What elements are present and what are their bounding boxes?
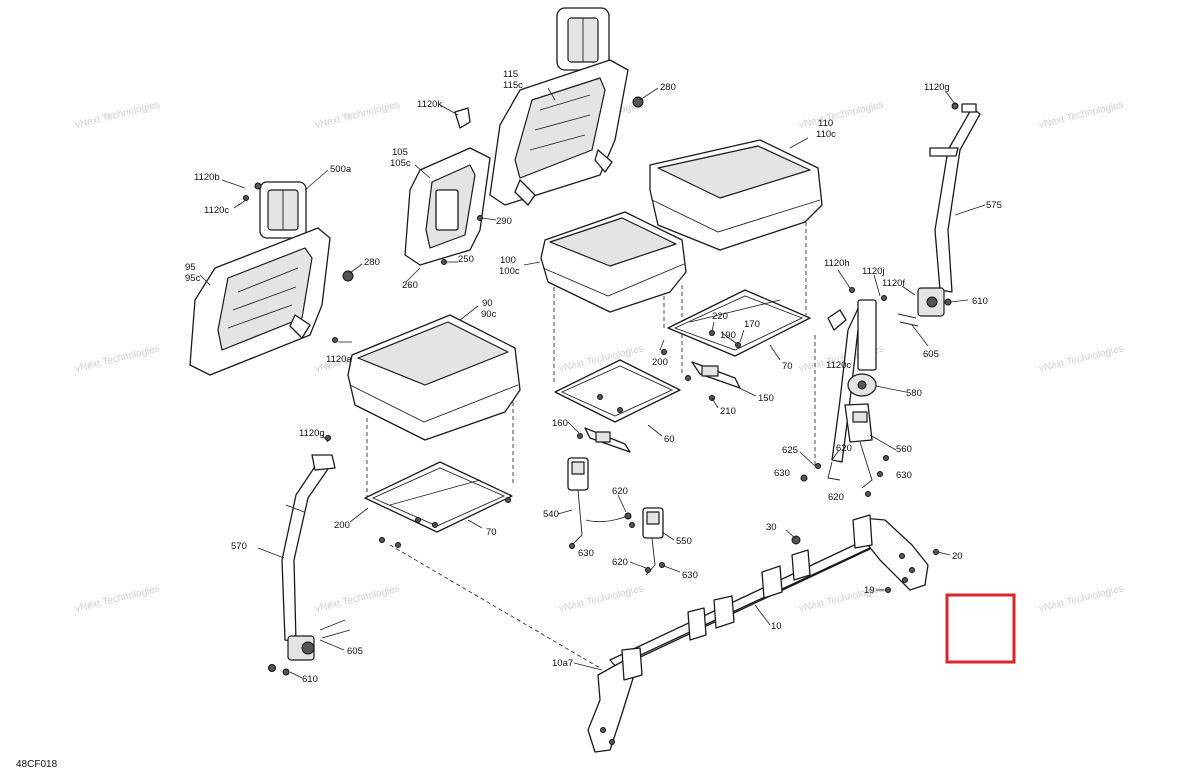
callout-labels: 1120g 575 610 605 1120h 1120j 1120f 1120…	[185, 69, 1002, 685]
callout-19: 19	[864, 585, 875, 596]
watermark-14: vNext Technologies	[1038, 583, 1125, 615]
watermark-3: vNext Technologies	[798, 99, 885, 131]
leader-lines	[199, 87, 986, 679]
callout-1120g-top: 1120g	[924, 82, 950, 93]
watermark-12: vNext Technologies	[558, 583, 645, 615]
callout-100c: 100c	[499, 266, 520, 277]
highlight-box	[945, 593, 1016, 664]
callout-190: 190	[720, 330, 736, 341]
callout-10: 10	[771, 621, 782, 632]
callout-280-top: 280	[660, 82, 676, 93]
callout-210: 210	[720, 406, 736, 417]
bracket-1120k	[454, 107, 471, 129]
callout-500a: 500a	[330, 164, 352, 175]
callout-105c: 105c	[390, 158, 411, 169]
callout-630-m1: 630	[578, 548, 594, 559]
callout-1120c-left: 1120c	[204, 205, 229, 216]
seat-belt-right-575	[917, 103, 981, 317]
seat-frame-60-mid	[554, 359, 681, 423]
callout-90: 90	[482, 298, 493, 309]
callout-620-m1: 620	[612, 486, 628, 497]
callout-550: 550	[676, 536, 692, 547]
callout-630-m2: 630	[682, 570, 698, 581]
backrest-115	[489, 59, 629, 206]
callout-625: 625	[782, 445, 798, 456]
slide-150	[691, 361, 741, 389]
buckle-550	[642, 507, 664, 576]
watermark-9: vNext Technologies	[1038, 343, 1125, 375]
slide-160	[584, 427, 631, 453]
watermark-5: vNext Technologies	[74, 343, 161, 375]
callout-1120j: 1120j	[862, 266, 885, 277]
callout-30: 30	[766, 522, 777, 533]
base-frame-10	[587, 514, 929, 753]
callout-1120b: 1120b	[194, 172, 220, 183]
callout-10a7: 10a7	[552, 658, 573, 669]
callout-630-r1: 630	[774, 468, 790, 479]
callout-110c: 110c	[816, 129, 836, 140]
watermark-0: vNext Technologies	[74, 99, 161, 131]
diagram-code: 48CF018	[16, 759, 58, 770]
callout-1120k: 1120k	[417, 99, 442, 110]
callout-60: 60	[664, 434, 675, 445]
hardware-fasteners	[243, 96, 959, 676]
callout-105: 105	[392, 147, 408, 158]
callout-560: 560	[896, 444, 912, 455]
callout-1120f: 1120f	[882, 278, 905, 289]
callout-110: 110	[818, 118, 833, 129]
callout-170: 170	[744, 319, 760, 330]
callout-70-left: 70	[486, 527, 497, 538]
callout-70-mid: 70	[782, 361, 793, 372]
buckle-540	[567, 457, 631, 546]
callout-115c: 115c	[503, 80, 523, 91]
backrest-105	[404, 147, 491, 266]
seat-belt-center-580	[827, 299, 877, 489]
callout-1120h: 1120h	[824, 258, 850, 269]
callout-200-left: 200	[334, 520, 350, 531]
headrest-500a	[259, 181, 307, 239]
callout-1120g-left: 1120g	[299, 428, 325, 439]
callout-1120c-mid: 1120c	[826, 360, 851, 371]
seat-belt-left-570	[281, 454, 336, 661]
watermark-10: vNext Technologies	[74, 583, 161, 615]
seat-cushion-100	[540, 211, 687, 313]
callout-620-r2: 620	[828, 492, 844, 503]
callout-95: 95	[185, 262, 196, 273]
callout-620-m2: 620	[612, 557, 628, 568]
watermark-11: vNext Technologies	[314, 583, 401, 615]
callout-630-r2: 630	[896, 470, 912, 481]
callout-260: 260	[402, 280, 418, 291]
callout-605-left: 605	[347, 646, 363, 657]
callout-605-right: 605	[923, 349, 939, 360]
callout-90c: 90c	[481, 309, 497, 320]
callout-115: 115	[503, 69, 518, 80]
seat-cushion-110	[649, 139, 823, 251]
backrest-95	[189, 227, 331, 376]
headrest-top	[556, 7, 610, 71]
callout-1120a: 1120a	[326, 354, 352, 365]
seat-frame-70-left	[364, 461, 513, 533]
callout-95c: 95c	[185, 273, 201, 284]
callout-620-r1: 620	[836, 443, 852, 454]
callout-160: 160	[552, 418, 568, 429]
callout-280-left: 280	[364, 257, 380, 268]
callout-610-right: 610	[972, 296, 988, 307]
callout-20: 20	[952, 551, 963, 562]
callout-580: 580	[906, 388, 922, 399]
seat-cushion-90	[347, 314, 521, 441]
watermark-4: vNext Technologies	[1038, 99, 1125, 131]
watermark-1: vNext Technologies	[314, 99, 401, 131]
callout-220: 220	[712, 311, 728, 322]
callout-290: 290	[496, 216, 512, 227]
callout-100: 100	[500, 255, 516, 266]
callout-570: 570	[231, 541, 247, 552]
seat-frame-70-right	[667, 289, 811, 357]
callout-575: 575	[986, 200, 1002, 211]
callout-540: 540	[543, 509, 559, 520]
callout-200-mid: 200	[652, 357, 668, 368]
callout-150: 150	[758, 393, 774, 404]
callout-250: 250	[458, 254, 474, 265]
callout-610-left: 610	[302, 674, 318, 685]
